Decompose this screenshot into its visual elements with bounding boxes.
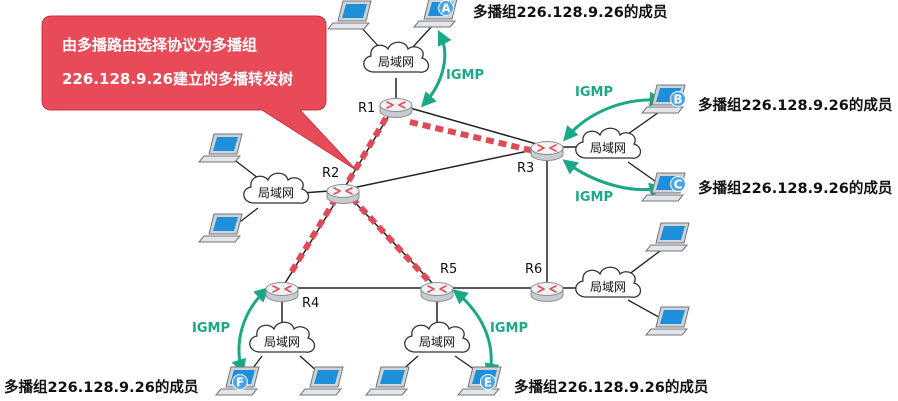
multicast-tree: [286, 116, 535, 283]
lan-cloud-r3: 局域网: [575, 127, 642, 159]
router-r2: [326, 183, 360, 205]
link-r1-r3: [395, 103, 548, 148]
router-r4: [265, 281, 299, 303]
callout-line-2: 226.128.9.26建立的多播转发树: [62, 70, 293, 88]
router-r5: [420, 281, 454, 303]
igmp-arrow-b: [563, 91, 665, 142]
host-laptop: [645, 306, 690, 336]
svg-text:A: A: [441, 2, 451, 16]
lan-label: 局域网: [264, 335, 300, 349]
tree-r1-r3: [409, 119, 535, 154]
member-label-c: 多播组226.128.9.26的成员: [698, 179, 892, 197]
router-label-r4: R4: [302, 296, 319, 311]
host-badge-c: C: [670, 176, 686, 192]
router-label-r5: R5: [440, 262, 457, 277]
host-laptop: [198, 133, 243, 163]
lan-label: 局域网: [590, 141, 626, 155]
router-r3: [530, 140, 564, 162]
lan-cloud-r6: 局域网: [575, 266, 642, 298]
igmp-arrow-f: [231, 286, 270, 375]
link-r2-r3: [342, 146, 548, 191]
host-laptop: [299, 366, 344, 396]
tree-r2-r5: [349, 195, 431, 283]
svg-text:B: B: [673, 93, 682, 107]
host-badge-b: B: [670, 91, 686, 107]
router-label-r6: R6: [525, 262, 542, 277]
igmp-arrow-a: [420, 29, 452, 108]
igmp-label-f: IGMP: [192, 321, 230, 336]
router-r1: [379, 97, 413, 119]
member-label-f: 多播组226.128.9.26的成员: [4, 378, 198, 396]
lan-label: 局域网: [419, 335, 455, 349]
lan-cloud-r2: 局域网: [243, 172, 310, 204]
svg-text:E: E: [484, 376, 492, 390]
svg-text:C: C: [674, 178, 683, 192]
host-laptop: [198, 213, 243, 243]
igmp-arrows: [231, 29, 665, 379]
router-label-r2: R2: [322, 166, 339, 181]
lan-cloud-r5: 局域网: [404, 321, 471, 353]
lan-label: 局域网: [378, 55, 414, 69]
callout-box: 由多播路由选择协议为多播组 226.128.9.26建立的多播转发树: [41, 15, 357, 171]
lan-label: 局域网: [590, 280, 626, 294]
member-label-e: 多播组226.128.9.26的成员: [514, 378, 708, 396]
svg-text:F: F: [236, 376, 244, 390]
router-label-r3: R3: [517, 161, 534, 176]
router-r6: [530, 281, 564, 303]
router-label-r1: R1: [358, 101, 375, 116]
igmp-label-e: IGMP: [490, 321, 528, 336]
host-laptop: [365, 366, 410, 396]
tree-r2-r4: [286, 196, 339, 278]
host-badge-f: F: [232, 374, 248, 390]
igmp-label-c: IGMP: [575, 190, 613, 205]
lan-cloud-r1: 局域网: [363, 41, 430, 73]
host-badge-e: E: [480, 374, 496, 390]
igmp-label-a: IGMP: [446, 68, 484, 83]
member-label-a: 多播组226.128.9.26的成员: [473, 3, 667, 21]
lan-label: 局域网: [258, 186, 294, 200]
igmp-arrow-c: [562, 159, 665, 198]
igmp-label-b: IGMP: [575, 85, 613, 100]
member-label-b: 多播组226.128.9.26的成员: [698, 96, 892, 114]
host-laptop: [645, 222, 690, 252]
igmp-arrow-e: [452, 289, 500, 379]
host-badge-a: A: [438, 0, 454, 16]
host-laptop: [327, 0, 372, 30]
callout-line-1: 由多播路由选择协议为多播组: [62, 36, 257, 54]
lan-cloud-r4: 局域网: [249, 321, 316, 353]
